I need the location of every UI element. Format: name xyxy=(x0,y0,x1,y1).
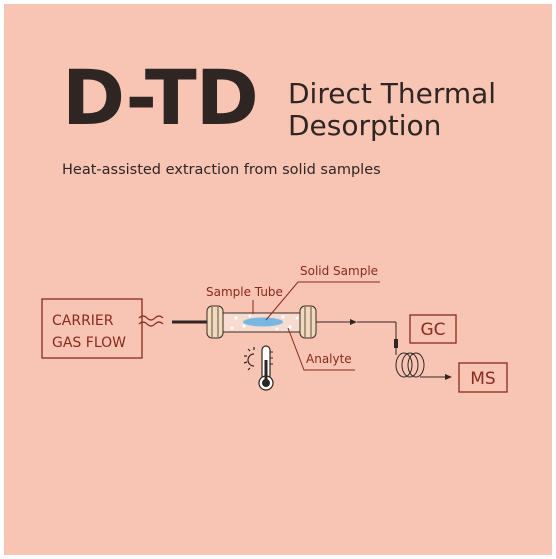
thermometer-icon xyxy=(258,345,274,391)
sample-tube-label: Sample Tube xyxy=(206,285,283,299)
analyte-leader xyxy=(287,327,355,371)
gc-column-connector xyxy=(394,339,398,348)
analyte-label: Analyte xyxy=(306,352,352,366)
gc-box xyxy=(409,314,457,344)
subtitle-line-2: Desorption xyxy=(288,109,442,142)
acronym-title: D-TD xyxy=(62,53,259,142)
solid-sample-label: Solid Sample xyxy=(300,264,378,278)
ms-label: MS xyxy=(470,369,495,389)
solid-sample-leader xyxy=(265,281,380,321)
carrier-gas-label-2: GAS FLOW xyxy=(52,335,126,351)
left-tube-fitting xyxy=(206,305,224,339)
ms-box xyxy=(458,362,508,393)
flow-arrow-icon xyxy=(350,319,357,325)
gc-coil-icon xyxy=(395,352,425,378)
subtitle: Direct Thermal Desorption xyxy=(288,78,528,142)
analyte-particles xyxy=(230,314,299,331)
solid-sample-disc xyxy=(243,317,283,327)
carrier-gas-box xyxy=(41,298,143,359)
dtd-card xyxy=(4,4,552,555)
gc-label: GC xyxy=(420,320,445,340)
gas-flow-wave-icon xyxy=(138,315,164,327)
right-tube-fitting xyxy=(299,305,317,339)
heat-sun-icon xyxy=(243,347,255,371)
carrier-gas-label-1: CARRIER xyxy=(52,313,114,329)
tagline: Heat-assisted extraction from solid samp… xyxy=(62,162,381,178)
ms-arrow-icon xyxy=(445,374,452,380)
subtitle-line-1: Direct Thermal xyxy=(288,77,497,110)
